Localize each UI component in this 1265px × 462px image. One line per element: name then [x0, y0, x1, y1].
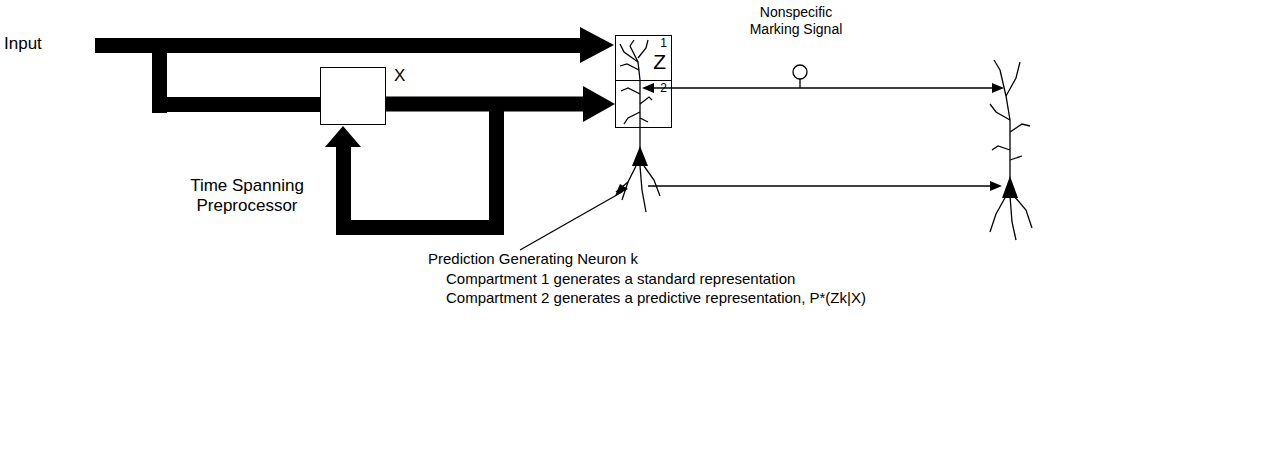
- signal-name: Z: [653, 50, 666, 74]
- dendrite: [990, 196, 1006, 232]
- dendrite: [990, 104, 1010, 120]
- feedback-bar: [336, 220, 504, 235]
- feedback-bar: [489, 104, 504, 234]
- leader-line: [520, 192, 622, 250]
- input-arrowhead: [580, 27, 614, 63]
- dendrite: [640, 97, 652, 104]
- neuron-label: Prediction Generating Neuron k: [428, 250, 638, 268]
- compartment-number: 1: [660, 37, 667, 51]
- feedback-arrowhead: [325, 126, 361, 147]
- dendrite: [1014, 196, 1032, 228]
- dendrite: [620, 44, 638, 62]
- compartment-number: 2: [660, 82, 667, 96]
- compartment-box: 1Z: [615, 35, 672, 81]
- dendrite: [994, 60, 1000, 70]
- dendrite: [1010, 156, 1022, 160]
- input-label: Input: [4, 34, 42, 54]
- arrowhead: [992, 83, 1004, 93]
- dendrite: [1006, 62, 1020, 96]
- dendrite: [630, 46, 640, 80]
- arrowhead: [642, 83, 654, 93]
- dendrite: [1010, 124, 1030, 132]
- dendrite: [622, 166, 636, 200]
- axon-line: [648, 185, 998, 186]
- thick-arrow: [386, 86, 615, 122]
- signal-name: X: [394, 66, 405, 86]
- soma: [632, 146, 648, 166]
- dendrite: [620, 64, 639, 70]
- arrowhead: [990, 181, 1002, 191]
- dendrite: [624, 112, 640, 124]
- input-bar: [95, 38, 582, 53]
- dendrite: [1000, 70, 1010, 178]
- signal-label: Nonspecific Marking Signal: [748, 4, 844, 38]
- soma: [1002, 176, 1018, 198]
- note-text: Compartment 2 generates a predictive rep…: [446, 289, 866, 307]
- dendrite: [638, 40, 648, 58]
- dendrite: [1010, 196, 1016, 240]
- preprocessor-box: Time Spanning Preprocessor: [320, 67, 386, 125]
- dendrite: [992, 146, 1010, 150]
- dendrite: [621, 88, 640, 94]
- dendrite: [644, 166, 660, 196]
- dendrite: [640, 118, 648, 122]
- compartment-box: 2: [615, 80, 672, 128]
- arrowhead: [615, 184, 628, 196]
- signal-line: [799, 79, 800, 88]
- box-heading: Time Spanning Preprocessor: [179, 176, 315, 215]
- dendrite: [630, 40, 634, 46]
- feedback-bar: [336, 145, 351, 235]
- branch-bar: [152, 97, 321, 112]
- signal-node: [793, 65, 807, 79]
- signal-line: [652, 87, 994, 88]
- dendrite: [640, 166, 646, 212]
- note-text: Compartment 1 generates a standard repre…: [446, 270, 795, 288]
